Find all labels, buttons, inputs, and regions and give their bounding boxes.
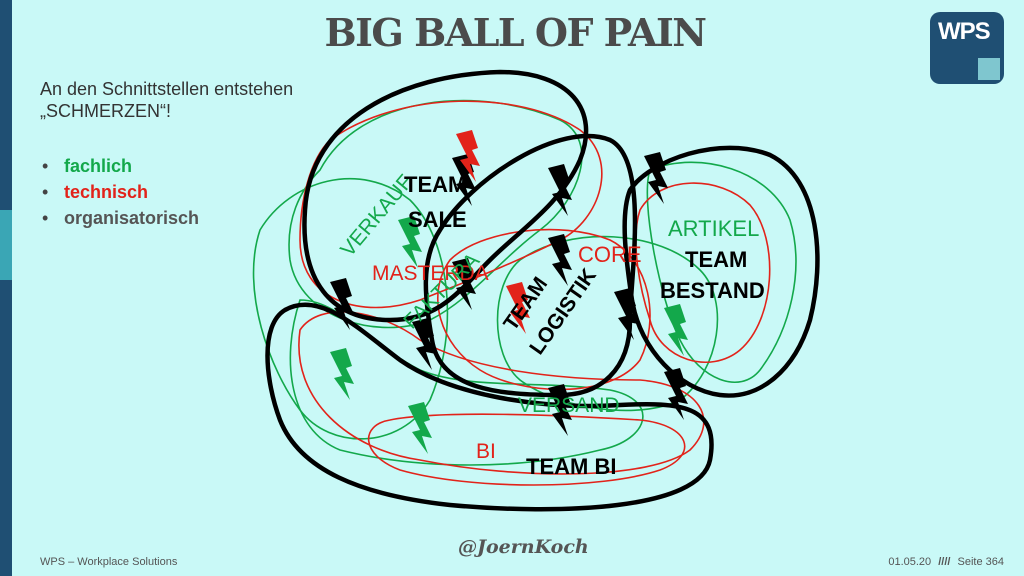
- context-label-versand: VERSAND: [518, 394, 620, 417]
- bullet-fachlich: • fachlich: [40, 153, 199, 179]
- black-bolt-icon: [548, 234, 572, 286]
- team-sale-label-2: SALE: [408, 207, 467, 232]
- context-label-core: CORE: [578, 242, 642, 267]
- wps-logo: WPS: [930, 12, 1004, 84]
- bullet-dot: •: [42, 182, 49, 202]
- bullet-organisatorisch: • organisatorisch: [40, 205, 199, 231]
- bullet-label: fachlich: [64, 156, 133, 176]
- team-logistik-boundary: [423, 133, 638, 398]
- red-context-outlines: [298, 100, 771, 486]
- footer-meta: 01.05.20 //// Seite 364: [888, 556, 1004, 568]
- team-bestand-label-2: BESTAND: [660, 278, 765, 303]
- footer-company: WPS – Workplace Solutions: [40, 556, 178, 568]
- context-label-bi: BI: [476, 440, 496, 463]
- left-accent-bar: [0, 0, 12, 576]
- bullet-technisch: • technisch: [40, 179, 199, 205]
- logo-square: [978, 58, 1000, 80]
- bullet-label: organisatorisch: [64, 208, 200, 228]
- intro-text: An den Schnittstellen entstehen „SCHMERZ…: [40, 79, 294, 121]
- footer-page: Seite 364: [957, 556, 1004, 568]
- footer-date: 01.05.20: [888, 556, 932, 568]
- footer-separator: ////: [938, 556, 951, 568]
- twitter-handle: @JoernKoch: [458, 536, 589, 558]
- context-label-artikel: ARTIKEL: [668, 216, 759, 241]
- bullet-dot: •: [42, 156, 49, 176]
- bullet-dot: •: [42, 208, 49, 228]
- slide-title: BIG BALL OF PAIN: [324, 10, 707, 55]
- pain-type-list: • fachlich • technisch • organisatorisch: [40, 153, 199, 231]
- bullet-label: technisch: [64, 182, 149, 202]
- green-bolt-icon: [408, 402, 432, 454]
- black-bolt-icon: [664, 368, 688, 420]
- left-accent-segment: [0, 210, 12, 280]
- team-sale-label-1: TEAM: [404, 172, 466, 197]
- context-label-masterda: MASTERDA: [372, 262, 489, 285]
- green-bolt-icon: [330, 348, 354, 400]
- team-bestand-label-1: TEAM: [685, 247, 747, 272]
- team-bi-label: TEAM BI: [526, 454, 616, 479]
- logo-text: WPS: [938, 18, 991, 45]
- black-bolt-icon: [548, 164, 572, 216]
- team-bi-boundary: [265, 302, 714, 512]
